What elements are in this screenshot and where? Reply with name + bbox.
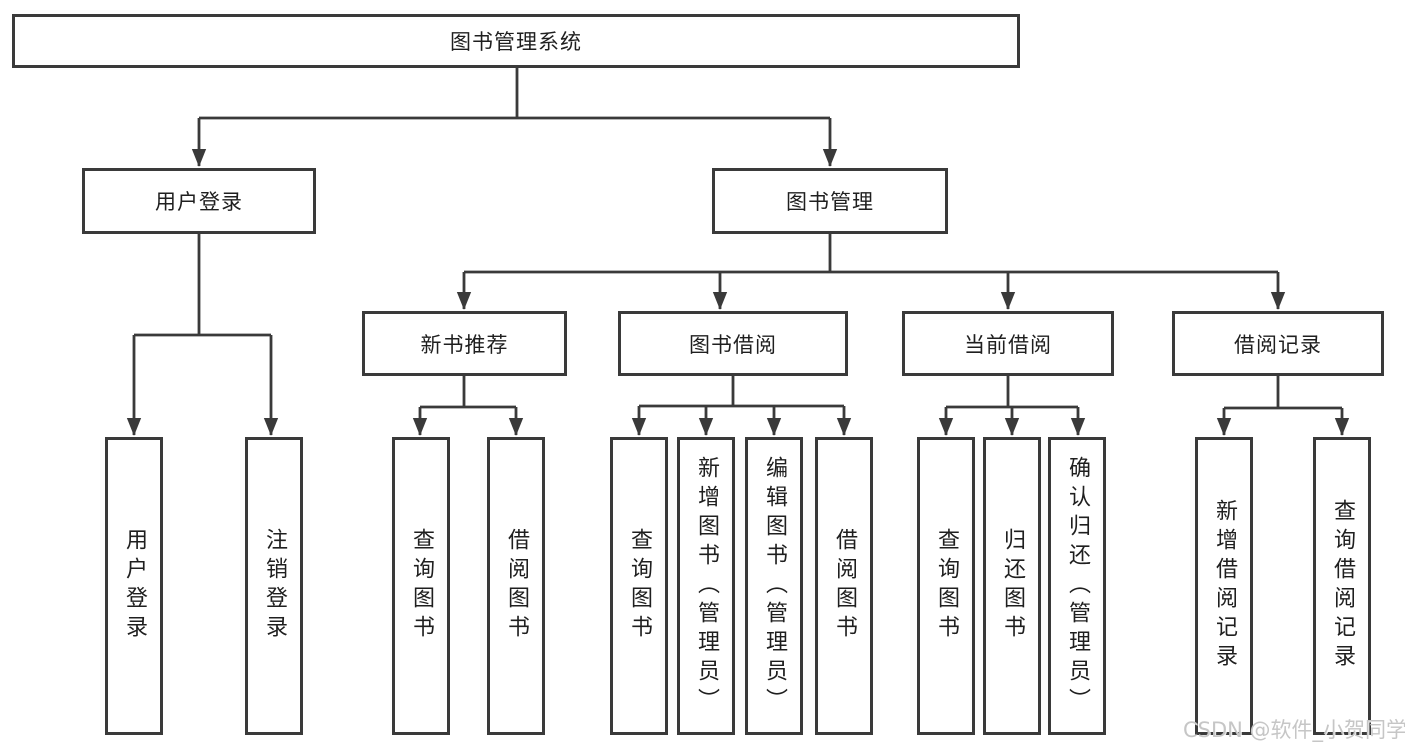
leaf-add-borrow-record: 新增借阅记录: [1195, 437, 1253, 735]
leaf-edit-book-admin: 编辑图书（管理员）: [745, 437, 803, 735]
leaf-borrow-books-2: 借阅图书: [815, 437, 873, 735]
node-current-borrowing: 当前借阅: [902, 311, 1114, 376]
node-borrowing-records: 借阅记录: [1172, 311, 1384, 376]
leaf-borrow-books: 借阅图书: [487, 437, 545, 735]
leaf-user-login: 用户登录: [105, 437, 163, 735]
leaf-add-book-admin: 新增图书（管理员）: [677, 437, 735, 735]
leaf-confirm-return-admin: 确认归还（管理员）: [1048, 437, 1106, 735]
node-book-management: 图书管理: [712, 168, 948, 234]
leaf-query-books-2: 查询图书: [610, 437, 668, 735]
node-user-login: 用户登录: [82, 168, 316, 234]
leaf-query-books-3: 查询图书: [917, 437, 975, 735]
csdn-watermark: CSDN @软件_小贺同学: [1183, 718, 1405, 742]
leaf-logout: 注销登录: [245, 437, 303, 735]
leaf-query-borrow-record: 查询借阅记录: [1313, 437, 1371, 735]
leaf-query-books: 查询图书: [392, 437, 450, 735]
leaf-return-book: 归还图书: [983, 437, 1041, 735]
node-book-borrowing: 图书借阅: [618, 311, 848, 376]
node-new-book-recommendation: 新书推荐: [362, 311, 567, 376]
node-root: 图书管理系统: [12, 14, 1020, 68]
